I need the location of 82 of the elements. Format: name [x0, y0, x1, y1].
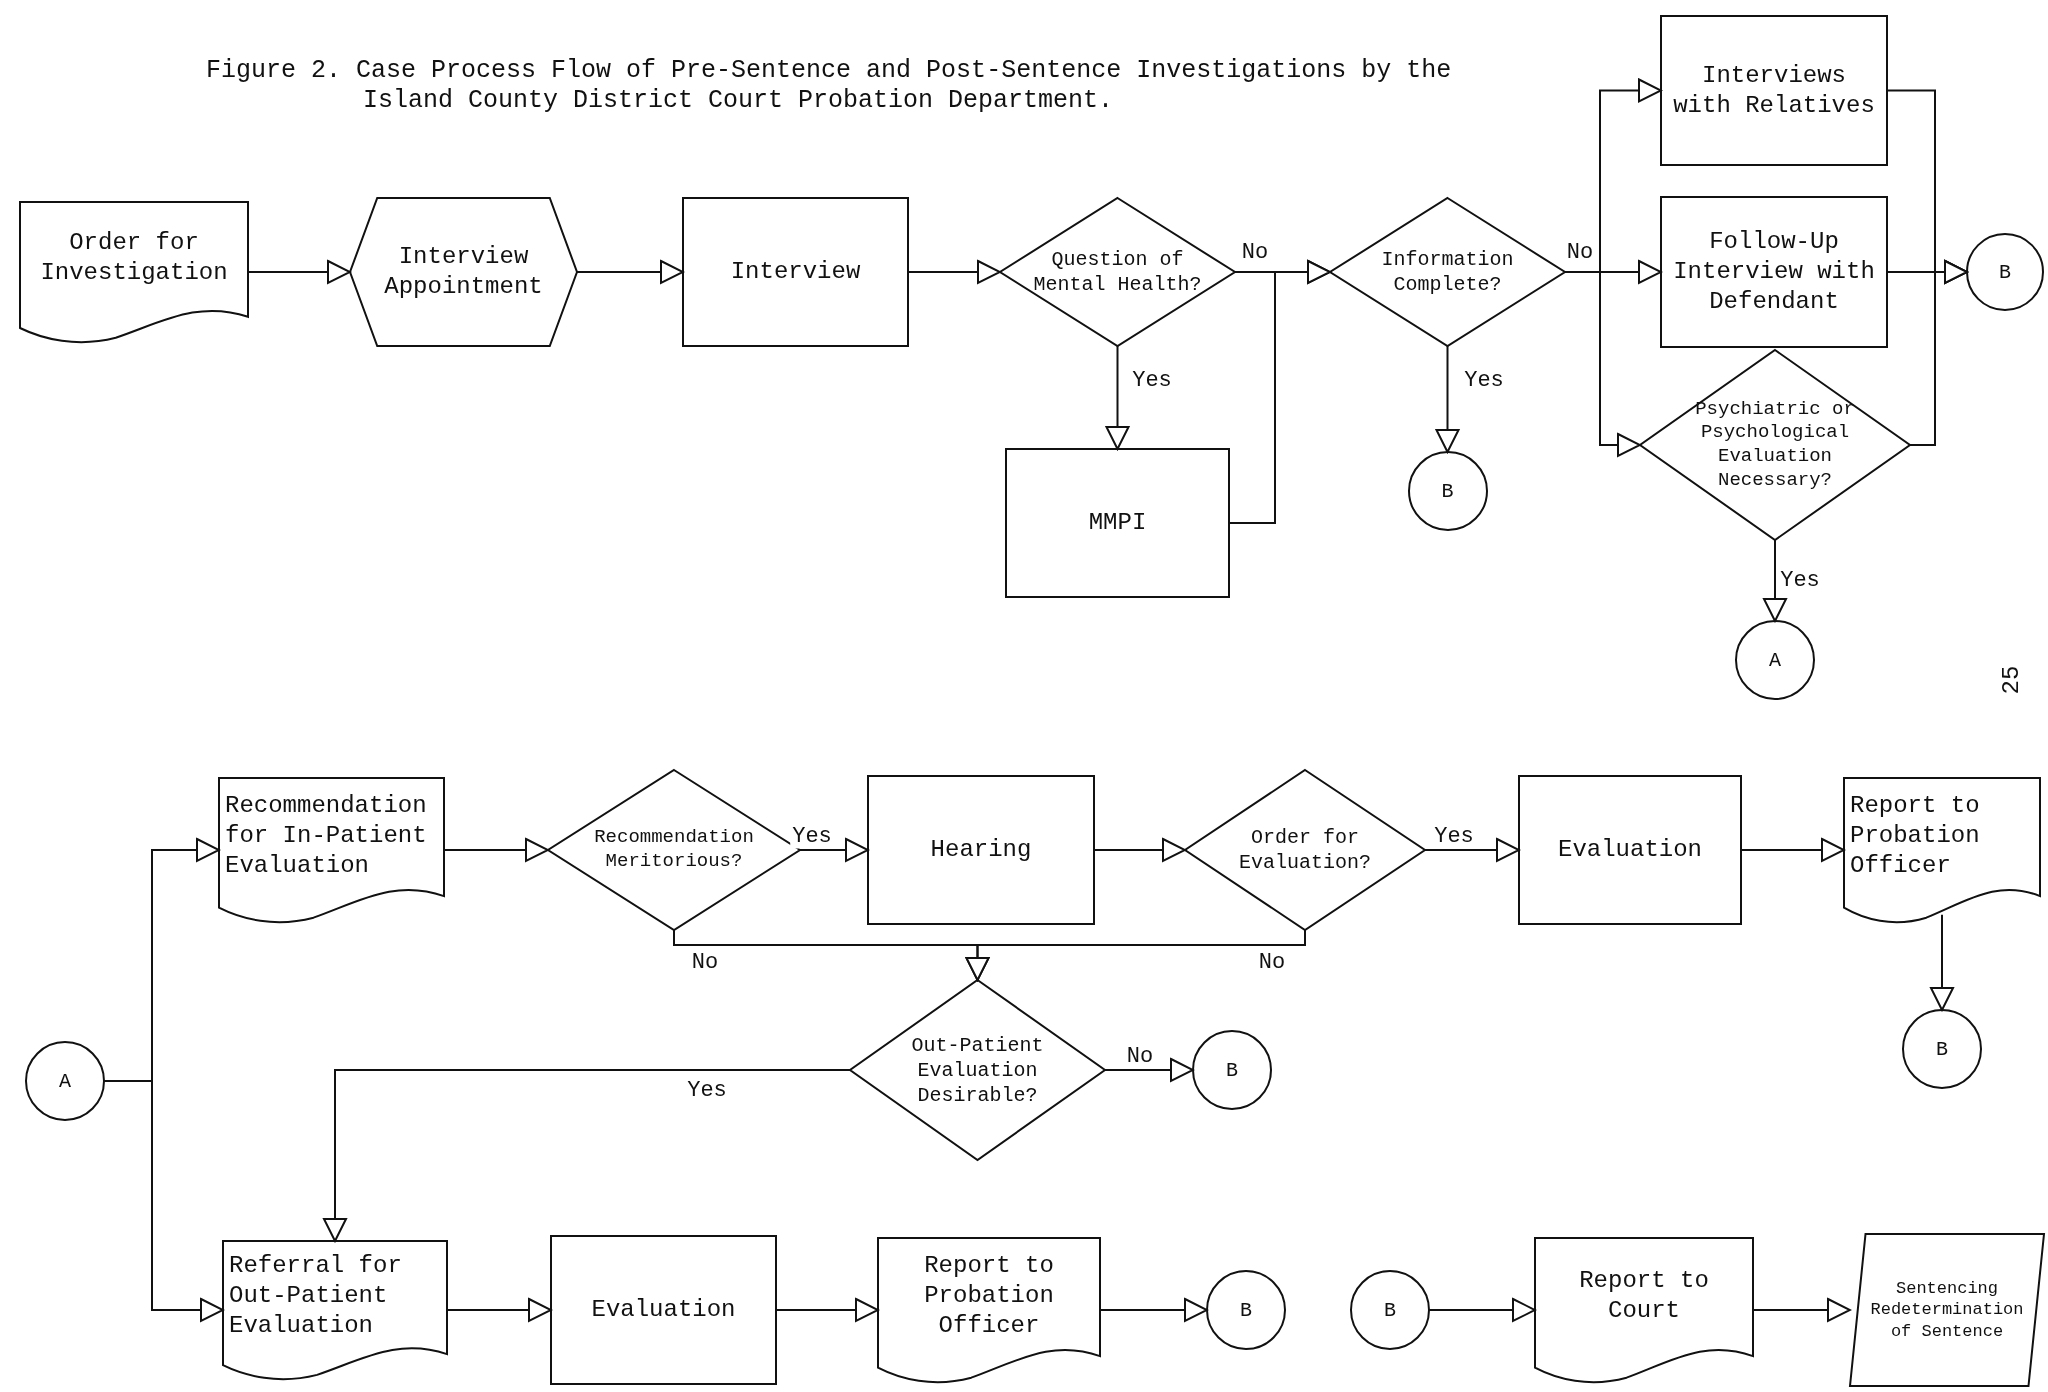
arrow: [799, 838, 869, 862]
node-text: Interview: [730, 257, 861, 287]
node-text: MMPI: [1088, 508, 1147, 538]
connector-circle: [1408, 452, 1487, 530]
node-text: Report to Probation Officer: [1850, 790, 1981, 881]
document-shape: [219, 778, 444, 922]
figure-caption: Figure 2. Case Process Flow of Pre-Sentence and Post-Sentence Investigations by the Island County District Court Probation Department.: [206, 56, 1453, 116]
node-text: A: [1769, 647, 1781, 673]
arrow: [247, 260, 351, 284]
arrow: [1752, 1298, 1851, 1322]
connector-circle: [1903, 1010, 1981, 1088]
arrow: [965, 929, 1306, 981]
arrow: [907, 260, 1001, 284]
node-text: B: [1936, 1036, 1948, 1062]
node-text: B: [1999, 259, 2011, 285]
node-text: Recommendation Meritorious?: [593, 826, 755, 874]
process-box: [1661, 197, 1887, 347]
arrow: [1104, 1058, 1194, 1082]
document-shape: [1535, 1238, 1753, 1382]
connector-circle: [1736, 621, 1814, 699]
arrow: [1424, 838, 1520, 862]
arrow: [1930, 913, 1954, 1011]
document-shape: [878, 1238, 1100, 1382]
node-text: A: [59, 1068, 71, 1094]
document-shape: [20, 202, 248, 342]
node-text: B: [1441, 478, 1454, 504]
arrow: [1740, 838, 1845, 862]
arrow: [1228, 260, 1331, 524]
document-shape: [223, 1241, 447, 1379]
arrow: [1435, 345, 1460, 453]
decision-diamond: [1330, 198, 1565, 346]
decision-diamond: [850, 980, 1105, 1160]
arrow: [1428, 1298, 1536, 1322]
node-text: Evaluation: [591, 1295, 736, 1325]
connector-circle: [1967, 234, 2043, 310]
node-text: Report to Probation Officer: [923, 1250, 1055, 1341]
arrow: [1093, 838, 1186, 862]
arrow: [775, 1298, 879, 1322]
node-text: Psychiatric or Psychological Evaluation Necessary?: [1694, 397, 1856, 493]
process-box: [1519, 776, 1741, 924]
arrow: [576, 260, 684, 284]
node-text: Recommendation for In-Patient Evaluation: [225, 790, 428, 881]
arrow: [103, 1080, 224, 1322]
connector-circle: [1193, 1031, 1271, 1109]
decision-diamond: [1185, 770, 1425, 930]
connector-circle: [1207, 1271, 1285, 1349]
node-text: Follow-Up Interview with Defendant: [1672, 227, 1876, 317]
node-text: Interview Appointment: [383, 242, 544, 302]
decision-diamond: [1000, 198, 1235, 346]
node-text: Hearing: [930, 835, 1032, 865]
decision-diamond: [1640, 350, 1910, 540]
process-box: [551, 1236, 776, 1384]
arrow: [1105, 345, 1130, 450]
node-text: Interviews with Relatives: [1672, 60, 1876, 121]
document-shape: [1844, 778, 2040, 922]
node-text: B: [1240, 1297, 1252, 1323]
node-text: Order for Evaluation?: [1238, 825, 1372, 875]
node-text: Sentencing Redetermination of Sentence: [1869, 1278, 2025, 1342]
arrow: [1099, 1298, 1208, 1322]
arrow: [443, 838, 549, 862]
node-text: Information Complete?: [1380, 247, 1515, 297]
arrow: [323, 1069, 851, 1242]
node-text: B: [1226, 1057, 1238, 1083]
node-text: Evaluation: [1558, 835, 1702, 865]
node-text: B: [1384, 1297, 1396, 1323]
arrow: [1763, 539, 1787, 622]
connector-circle: [26, 1042, 104, 1120]
parallelogram-shape: [1850, 1234, 2044, 1386]
process-box: [868, 776, 1094, 924]
preparation-hexagon: [350, 198, 577, 346]
arrow: [1909, 260, 1968, 446]
process-box: [1006, 449, 1229, 597]
node-text: Referral for Out-Patient Evaluation: [229, 1251, 403, 1342]
process-box: [1661, 16, 1887, 165]
node-text: Report to Court: [1578, 1265, 1710, 1326]
page-number: 25: [1997, 665, 2025, 695]
process-box: [683, 198, 908, 346]
arrow: [446, 1298, 552, 1322]
node-text: Question of Mental Health?: [1032, 247, 1203, 297]
node-text: Order for Investigation: [39, 228, 229, 288]
node-text: Out-Patient Evaluation Desirable?: [910, 1032, 1045, 1108]
connector-circle: [1351, 1271, 1429, 1349]
